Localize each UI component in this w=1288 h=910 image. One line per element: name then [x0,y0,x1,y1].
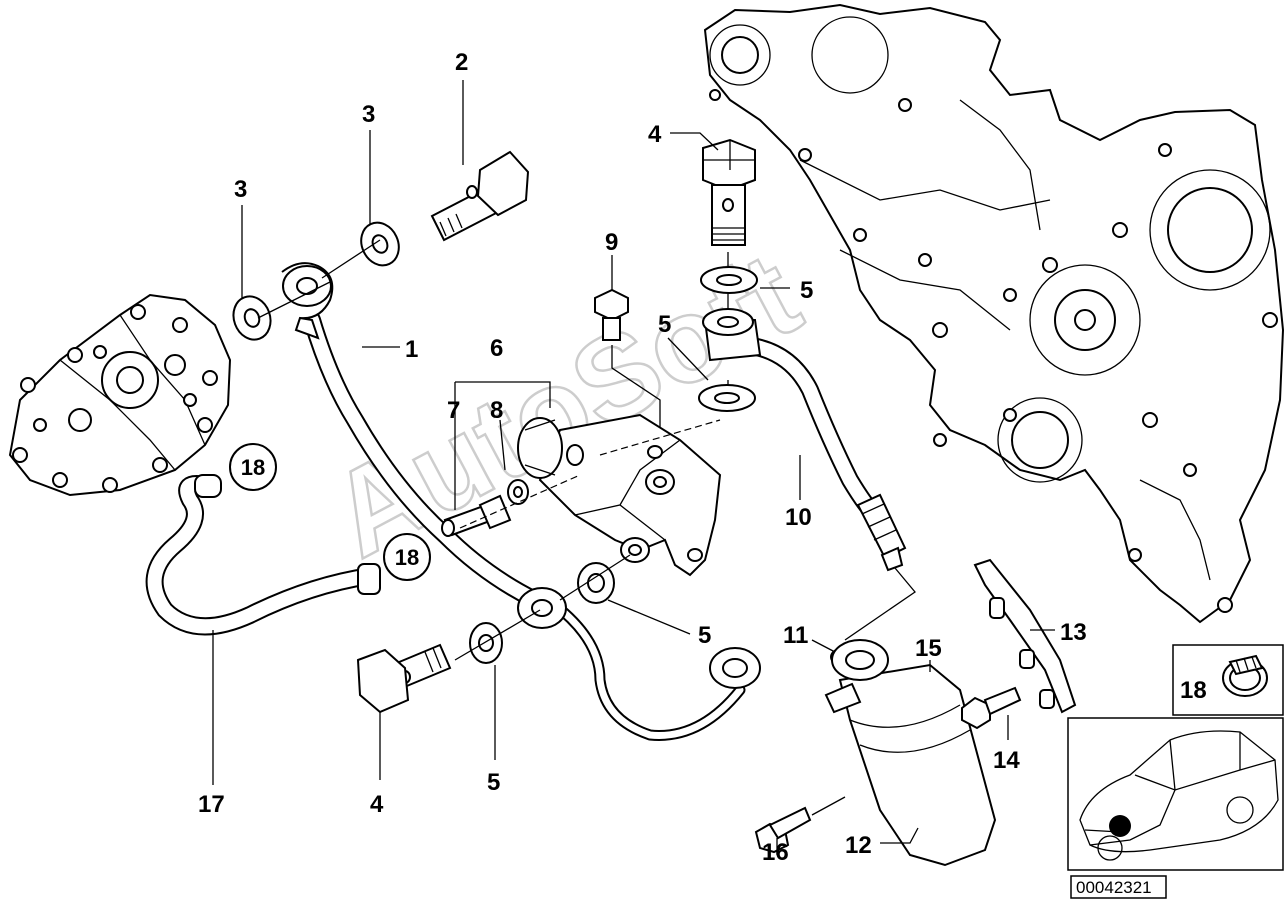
washer-8 [507,479,529,505]
leader-lines [212,80,1055,855]
callout-14: 14 [993,747,1020,774]
callout-7: 7 [447,397,460,424]
callout-10: 10 [785,504,812,531]
inset-hose-clamp: 18 [1172,644,1284,716]
ring-callout-18-upper-text: 18 [241,455,265,480]
callout-2: 2 [455,49,468,76]
banjo-bolt-2 [430,150,530,242]
callout-5-upper-right: 5 [800,277,813,304]
callout-17: 17 [198,791,225,818]
bolt-14 [961,686,1022,730]
callout-5-middle: 5 [698,622,711,649]
banjo-bolt-4a [356,643,452,714]
return-hose-17 [145,474,381,636]
callout-4-bottom: 4 [370,791,384,818]
bolt-9 [594,288,629,341]
hydraulic-line-10 [702,308,907,572]
filter-housing-12 [824,639,997,867]
sealing-washer-5d [698,384,756,412]
callout-15: 15 [915,635,942,662]
sealing-washer-3a [232,295,272,341]
sealing-washer-5b [469,622,503,664]
inset-vehicle-locator [1067,717,1284,871]
callout-3-upper: 3 [362,101,375,128]
ring-callout-18-lower-text: 18 [395,545,419,570]
bracket-13 [973,558,1077,714]
engine-front-cover [703,3,1285,624]
callout-9: 9 [605,229,618,256]
location-marker [1109,815,1131,837]
valve-block-6 [517,413,722,577]
sealing-washer-3b [360,221,400,267]
callout-11: 11 [783,622,808,649]
callout-4-top: 4 [648,121,662,148]
hydraulic-pump [8,293,232,497]
callout-18-inset: 18 [1180,677,1207,704]
reference-number-box: 00042321 [1070,875,1167,899]
banjo-bolt-4b [702,138,756,246]
reference-number: 00042321 [1076,878,1152,897]
callout-labels: 1 2 3 3 4 4 5 5 5 5 6 7 8 9 10 11 12 13 … [198,49,1087,866]
callout-13: 13 [1060,619,1087,646]
callout-3-left: 3 [234,176,247,203]
callout-1: 1 [405,336,418,363]
ring-callout-18-lower: 18 [383,533,431,581]
callout-8: 8 [490,397,503,424]
sealing-washer-5c [700,266,758,294]
callout-5-upper-left: 5 [658,311,671,338]
callout-16: 16 [762,839,789,866]
pressure-hose-1 [281,262,761,741]
sealing-washer-5a [577,562,615,604]
callout-6: 6 [490,335,503,362]
callout-12: 12 [845,832,872,859]
callout-5-bottom: 5 [487,769,500,796]
bolt-16 [754,806,812,854]
ring-callout-18-upper: 18 [229,443,277,491]
